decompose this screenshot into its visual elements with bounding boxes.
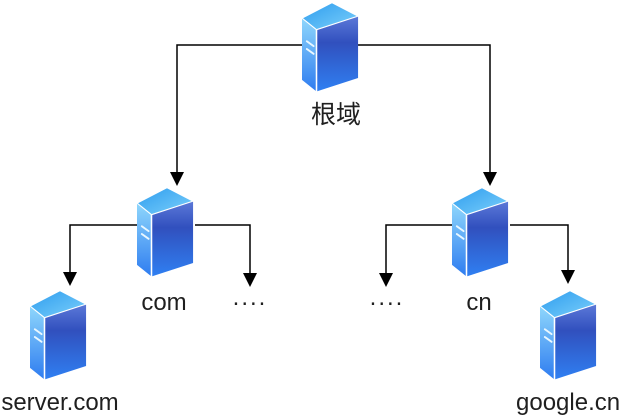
server-icon-cn [452,187,510,278]
connector-root-to-com [176,44,302,174]
connector-cn-to-dots [385,224,452,275]
connector-lines [69,44,569,275]
connector-cn-to-googlecn [510,224,569,272]
arrowhead-icon [170,172,184,186]
connector-com-to-dots [195,224,251,275]
arrowhead-icon [379,273,393,287]
cn-domain-label: cn [466,289,492,316]
connector-root-to-cn [358,44,491,174]
server-icon-servercom [30,290,88,381]
arrowhead-icon [483,172,497,186]
server-icon-com [137,187,195,278]
server-com-label: server.com [1,389,119,416]
ellipsis-right-label: .... [369,284,405,311]
connector-com-to-servercom [69,224,137,274]
arrowhead-icon [243,273,257,287]
server-icon-googlecn [540,290,598,381]
com-domain-label: com [141,289,187,316]
arrowhead-icon [561,270,575,284]
google-cn-label: google.cn [516,389,621,416]
arrowheads [63,172,575,287]
arrowhead-icon [63,272,77,286]
server-icon-root [302,2,360,93]
ellipsis-left-label: .... [232,284,268,311]
root-domain-label: 根域 [310,101,361,129]
